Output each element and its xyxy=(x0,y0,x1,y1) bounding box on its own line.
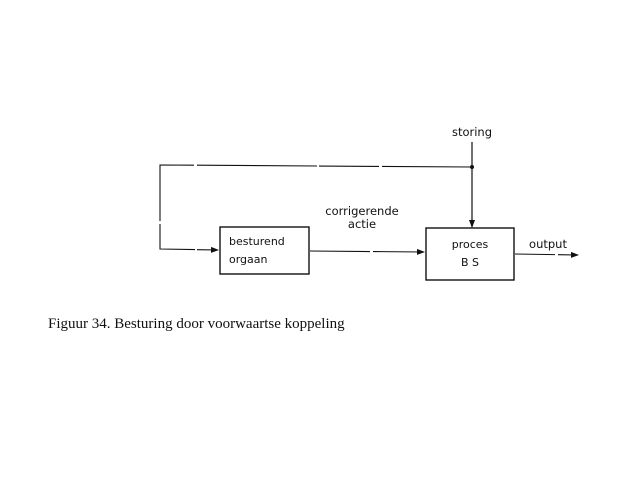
proces-label-2: B S xyxy=(461,256,479,269)
corrigerende-label-1: corrigerende xyxy=(325,204,398,218)
figure-caption: Figuur 34. Besturing door voorwaartse ko… xyxy=(48,316,345,332)
besturend-orgaan-box xyxy=(219,226,310,275)
output-arrow xyxy=(514,251,579,258)
besturend-orgaan-label-2: orgaan xyxy=(229,253,268,266)
storing-label: storing xyxy=(452,125,492,139)
proces-label-1: proces xyxy=(452,238,489,251)
feedforward-line xyxy=(159,164,473,253)
corrigerende-actie-arrow xyxy=(309,248,425,255)
corrigerende-label-2: actie xyxy=(348,217,376,231)
output-label: output xyxy=(529,237,567,251)
proces-box xyxy=(425,227,515,281)
besturend-orgaan-label-1: besturend xyxy=(229,235,285,248)
